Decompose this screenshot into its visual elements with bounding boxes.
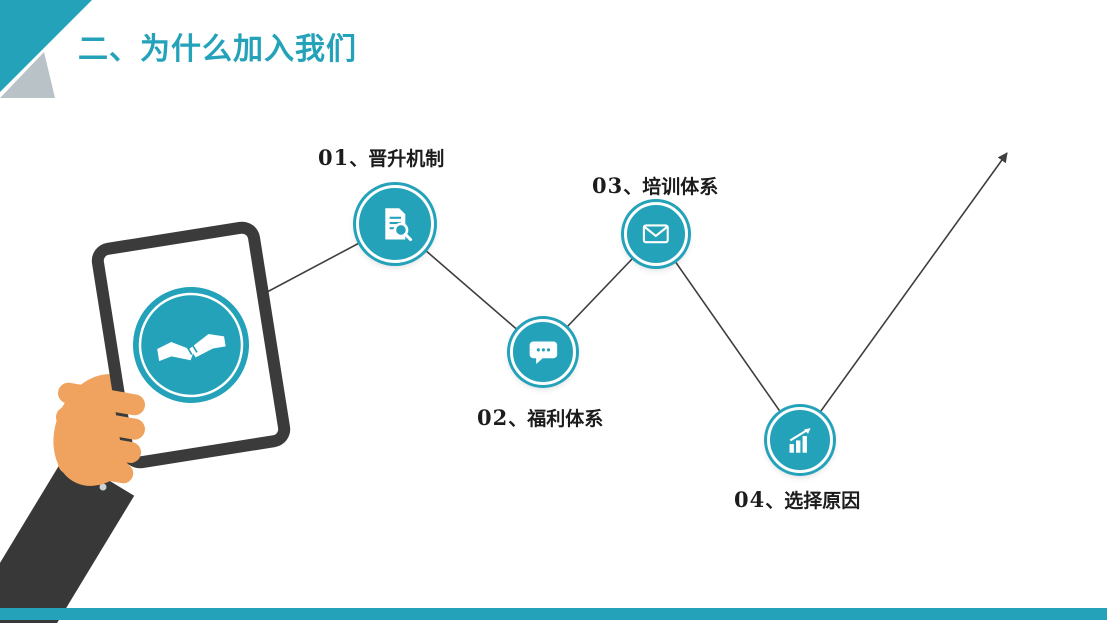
- page-curl-decoration: [0, 0, 92, 98]
- hand-tablet-illustration: [0, 221, 291, 623]
- slide-title: 二、为什么加入我们: [78, 33, 357, 66]
- bar-chart-growth-icon: [789, 427, 811, 453]
- document-search-icon: [385, 208, 413, 242]
- screen-circle-ring: [138, 292, 244, 398]
- node-02-circle: [510, 319, 576, 385]
- node-03-label: 03、培训体系: [592, 172, 718, 199]
- node-02-number: 02: [477, 405, 509, 430]
- node-04-number: 04: [734, 487, 766, 512]
- node-04-caption: 、选择原因: [765, 491, 861, 512]
- node-03-caption: 、培训体系: [623, 177, 719, 198]
- hand-fingers: [56, 382, 145, 484]
- envelope-icon: [643, 224, 669, 244]
- sleeve-button: [99, 483, 107, 491]
- screen-circle: [133, 287, 249, 403]
- node-02-caption: 、福利体系: [508, 409, 604, 430]
- node-01-caption: 、晋升机制: [349, 149, 445, 170]
- node-04-circle: [767, 407, 833, 473]
- arm-sleeve: [0, 454, 135, 623]
- node-02-label: 02、福利体系: [477, 404, 603, 431]
- bottom-accent-bar: [0, 608, 1107, 620]
- node-01-number: 01: [318, 145, 350, 170]
- tablet: [91, 221, 291, 469]
- node-03-circle: [624, 202, 688, 266]
- chat-bubble-icon: [529, 341, 557, 364]
- node-04-label: 04、选择原因: [734, 486, 860, 513]
- handshake-icon: [157, 334, 226, 362]
- node-01-circle: [356, 185, 434, 263]
- node-03-number: 03: [592, 173, 624, 198]
- node-01-label: 01、晋升机制: [318, 144, 444, 171]
